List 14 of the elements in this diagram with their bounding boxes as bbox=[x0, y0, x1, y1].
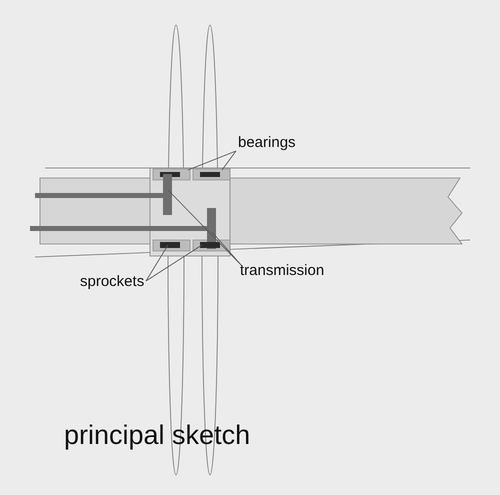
sprocket bbox=[160, 242, 180, 248]
leader-line bbox=[212, 232, 242, 266]
transmission-bar bbox=[163, 174, 172, 215]
part-label: sprockets bbox=[80, 273, 144, 290]
leader-line bbox=[146, 244, 202, 282]
bearing-block bbox=[192, 168, 230, 180]
leader-line bbox=[168, 190, 242, 266]
part-label: transmission bbox=[240, 262, 324, 279]
leader-line bbox=[222, 150, 236, 170]
leader-line bbox=[188, 150, 236, 170]
leader-line bbox=[146, 244, 168, 282]
sprocket bbox=[200, 242, 220, 248]
caption: principal sketch bbox=[64, 420, 250, 450]
part-label: bearings bbox=[238, 134, 296, 151]
